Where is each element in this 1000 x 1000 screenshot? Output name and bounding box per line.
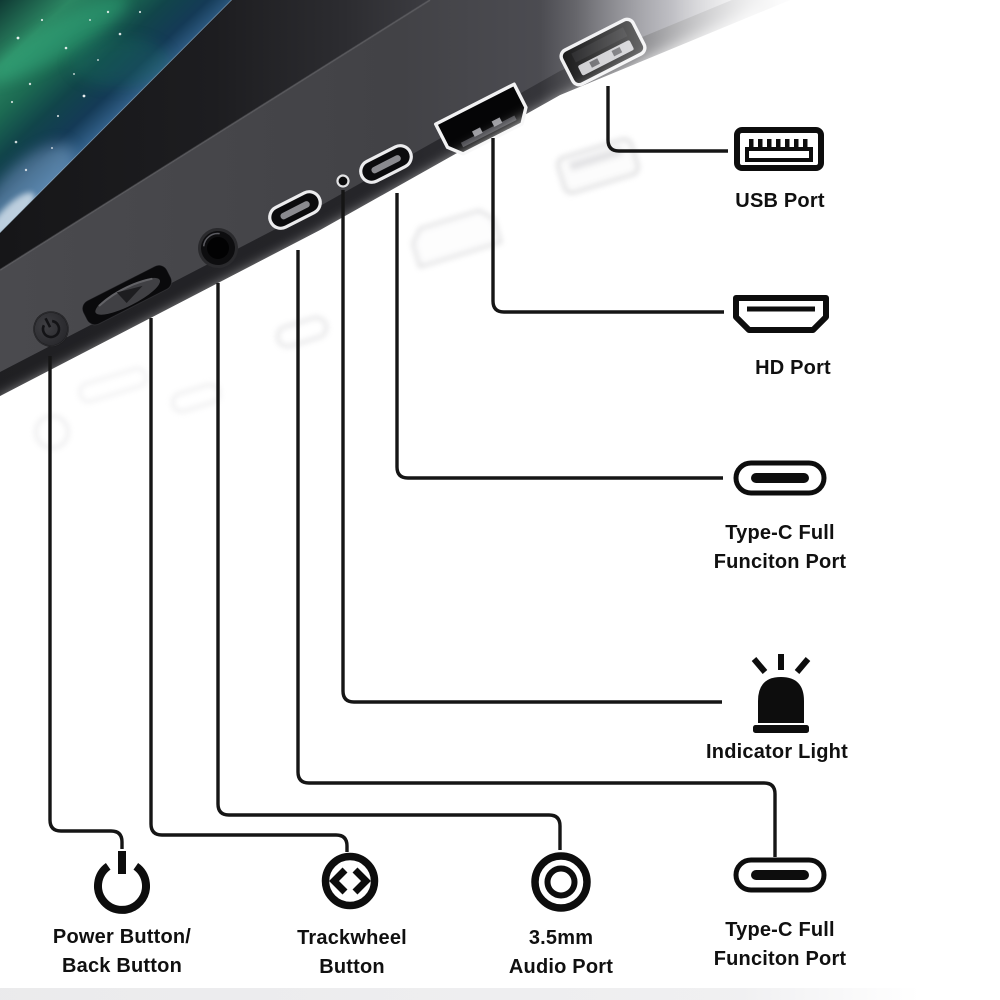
power-button-label: Power Button/ Back Button <box>53 923 191 981</box>
device-usb-c-port-1 <box>268 190 322 230</box>
trackwheel-button-label: Trackwheel Button <box>297 924 407 982</box>
device-power-button <box>33 311 69 347</box>
audio-port-label-line1: 3.5mm <box>528 927 594 949</box>
power-button-label-line1: Power Button/ <box>52 926 192 948</box>
trackwheel-button-icon <box>319 850 381 912</box>
callout-line-hd <box>491 138 724 314</box>
type-c-top-label: Type-C Full Funciton Port <box>714 519 847 577</box>
type-c-top-label-line2: Funciton Port <box>713 551 847 573</box>
callout-line-typec-top <box>395 193 723 480</box>
callout-line-indicator <box>341 190 722 704</box>
audio-port-label: 3.5mm Audio Port <box>509 924 613 982</box>
audio-port-icon <box>529 850 593 914</box>
usb-port-icon <box>733 126 825 172</box>
callout-line-trackwheel <box>149 318 349 852</box>
indicator-light-label: Indicator Light <box>706 738 848 767</box>
type-c-bottom-label-line2: Funciton Port <box>713 948 847 970</box>
callout-line-audio <box>216 283 562 850</box>
hd-port-icon <box>731 293 831 337</box>
power-button-icon <box>91 848 153 914</box>
callout-lines <box>48 86 777 857</box>
stars <box>10 10 142 172</box>
device-trackwheel <box>81 264 173 326</box>
audio-port-label-line2: Audio Port <box>508 956 614 978</box>
indicator-light-label-text: Indicator Light <box>706 741 848 763</box>
power-button-label-line2: Back Button <box>62 955 182 977</box>
trackwheel-button-label-line1: Trackwheel <box>297 927 407 949</box>
callout-line-power <box>48 356 124 849</box>
callout-line-typec-bottom <box>296 250 777 857</box>
device-usb-c-port-2 <box>359 144 413 184</box>
trackwheel-button-label-line2: Button <box>319 956 385 978</box>
reflections <box>0 130 920 1000</box>
hd-port-label: HD Port <box>755 354 831 383</box>
device-indicator-hole <box>336 174 350 188</box>
type-c-bottom-label-line1: Type-C Full <box>725 919 835 941</box>
callout-line-usb <box>606 86 728 153</box>
device-audio-jack <box>198 228 238 268</box>
hd-port-label-text: HD Port <box>755 357 831 379</box>
type-c-top-label-line1: Type-C Full <box>725 522 835 544</box>
bottom-reflection-band <box>0 988 920 1000</box>
type-c-port-icon-top <box>732 459 828 497</box>
indicator-light-icon <box>746 651 816 735</box>
monitor-edge-face <box>0 0 790 396</box>
usb-port-label: USB Port <box>735 187 824 216</box>
usb-port-label-text: USB Port <box>735 190 825 212</box>
type-c-bottom-label: Type-C Full Funciton Port <box>714 916 847 974</box>
type-c-port-icon-bottom <box>732 856 828 894</box>
